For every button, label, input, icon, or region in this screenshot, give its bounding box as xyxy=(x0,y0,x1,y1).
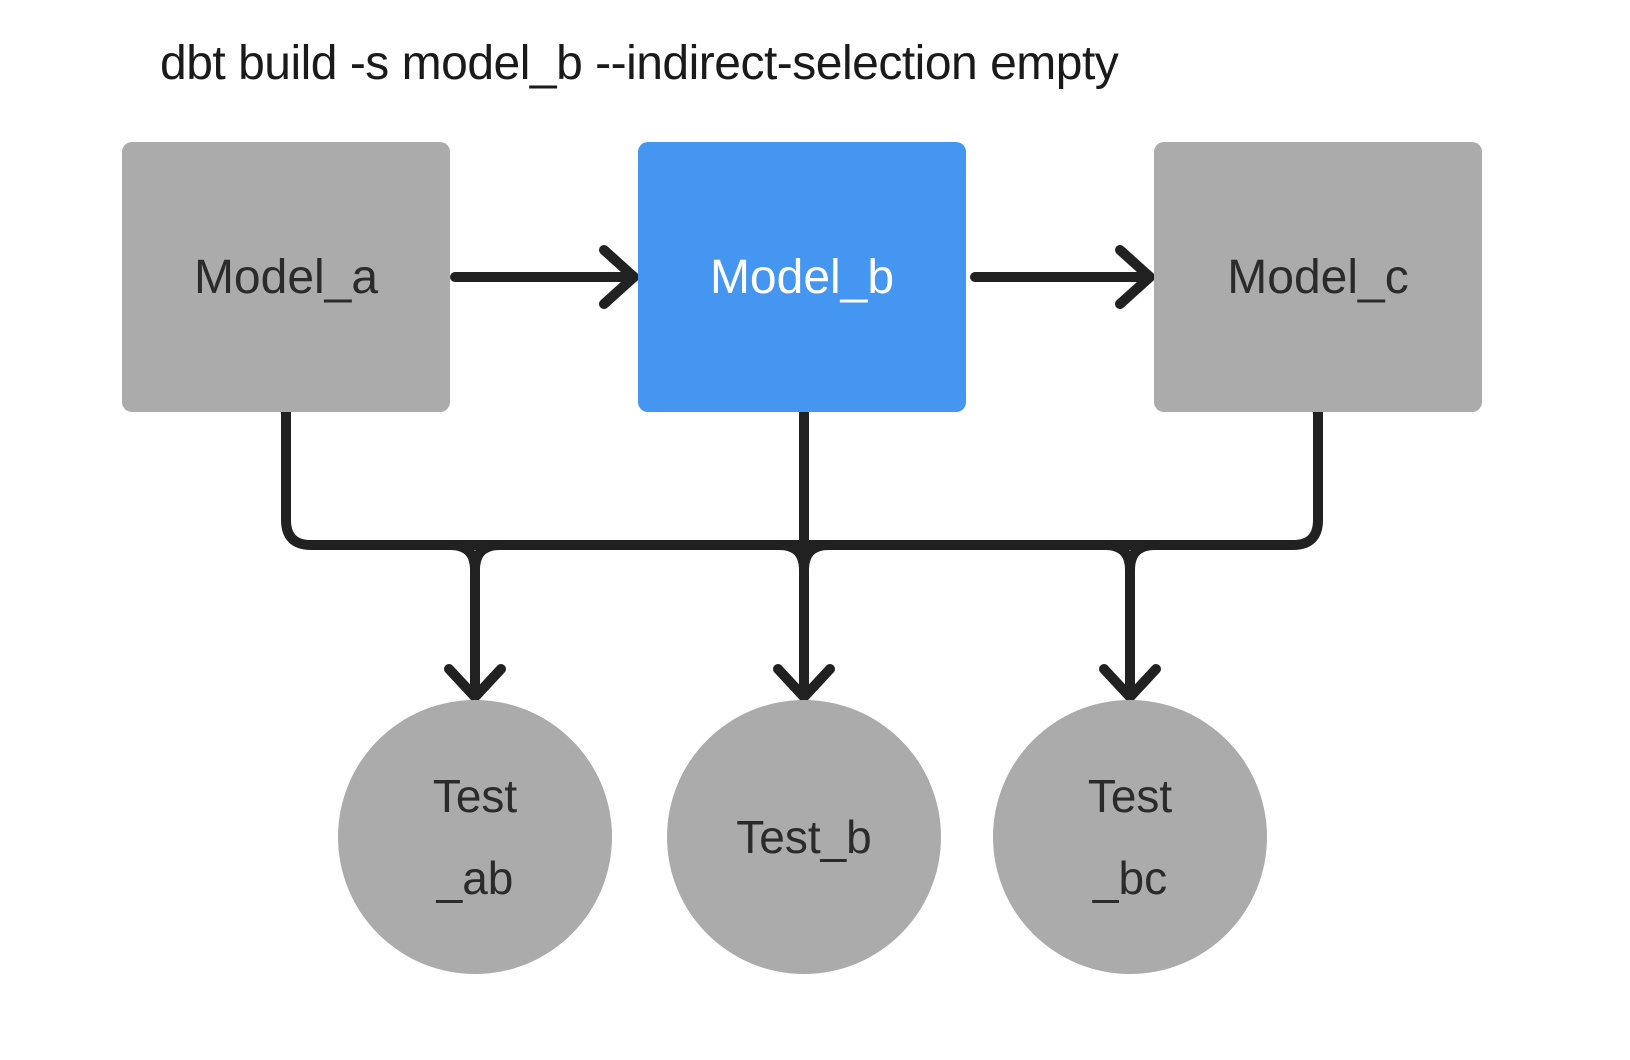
node-model-a: Model_a xyxy=(122,142,450,412)
node-label-line: Test xyxy=(1087,770,1173,822)
node-label: Model_a xyxy=(193,250,379,304)
node-test-b: Test_b xyxy=(667,700,941,974)
arrowhead-right-icon xyxy=(1115,245,1155,309)
node-label: Model_b xyxy=(709,250,895,304)
arrowhead-down-icon xyxy=(444,664,506,702)
node-label-line: _ab xyxy=(436,852,514,904)
node-model-c: Model_c xyxy=(1154,142,1482,412)
arrowhead-right-icon xyxy=(599,245,639,309)
node-label-line: Test xyxy=(432,770,518,822)
node-test-bc: Test _bc xyxy=(993,700,1267,974)
node-label-line: Test_b xyxy=(736,811,872,863)
node-model-b: Model_b xyxy=(638,142,966,412)
edge-model-c-drop xyxy=(1288,407,1323,550)
arrowhead-down-icon xyxy=(773,664,835,702)
arrowhead-down-icon xyxy=(1099,664,1161,702)
node-label: Model_c xyxy=(1227,250,1409,304)
edge-model-a-drop xyxy=(281,407,316,550)
node-test-ab: Test _ab xyxy=(338,700,612,974)
command-title: dbt build -s model_b --indirect-selectio… xyxy=(160,37,1119,90)
node-label-line: _bc xyxy=(1092,852,1168,904)
